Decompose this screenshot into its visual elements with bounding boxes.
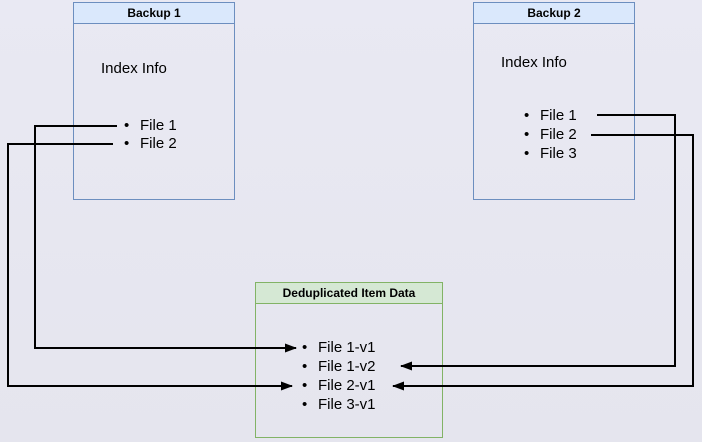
bullet-icon xyxy=(124,135,140,152)
backup2-title: Backup 2 xyxy=(474,3,634,24)
dedup-item-file1-v1: File 1-v1 xyxy=(318,339,376,356)
dedup-item-file3-v1: File 3-v1 xyxy=(318,396,376,413)
bullet-icon xyxy=(124,117,140,134)
backup1-file-1: File 1 xyxy=(140,116,177,134)
bullet-icon xyxy=(524,145,540,162)
backup2-file-list: File 1 File 2 File 3 xyxy=(524,106,577,163)
backup1-file-list: File 1 File 2 xyxy=(124,116,177,152)
dedup-node: Deduplicated Item Data File 1-v1 File 1-… xyxy=(255,282,443,438)
bullet-icon xyxy=(302,396,318,413)
bullet-icon xyxy=(524,107,540,124)
list-item: File 1 xyxy=(124,116,177,134)
backup1-file-2: File 2 xyxy=(140,134,177,152)
list-item: File 2-v1 xyxy=(302,376,376,395)
backup2-node: Backup 2 Index Info File 1 File 2 File 3 xyxy=(473,2,635,200)
bullet-icon xyxy=(524,126,540,143)
backup1-index-info-label: Index Info xyxy=(101,60,167,77)
backup2-file-2: File 2 xyxy=(540,126,577,143)
list-item: File 1-v2 xyxy=(302,357,376,376)
bullet-icon xyxy=(302,358,318,375)
list-item: File 1 xyxy=(524,106,577,125)
backup1-title: Backup 1 xyxy=(74,3,234,24)
backup2-index-info-label: Index Info xyxy=(501,54,567,71)
list-item: File 1-v1 xyxy=(302,338,376,357)
dedup-item-file1-v2: File 1-v2 xyxy=(318,358,376,375)
backup2-file-3: File 3 xyxy=(540,145,577,162)
bullet-icon xyxy=(302,339,318,356)
list-item: File 3 xyxy=(524,144,577,163)
list-item: File 2 xyxy=(524,125,577,144)
dedup-item-file2-v1: File 2-v1 xyxy=(318,377,376,394)
list-item: File 2 xyxy=(124,134,177,152)
backup1-node: Backup 1 Index Info File 1 File 2 xyxy=(73,2,235,200)
backup2-file-1: File 1 xyxy=(540,107,577,124)
bullet-icon xyxy=(302,377,318,394)
dedup-title: Deduplicated Item Data xyxy=(256,283,442,304)
dedup-item-list: File 1-v1 File 1-v2 File 2-v1 File 3-v1 xyxy=(302,338,376,414)
list-item: File 3-v1 xyxy=(302,395,376,414)
